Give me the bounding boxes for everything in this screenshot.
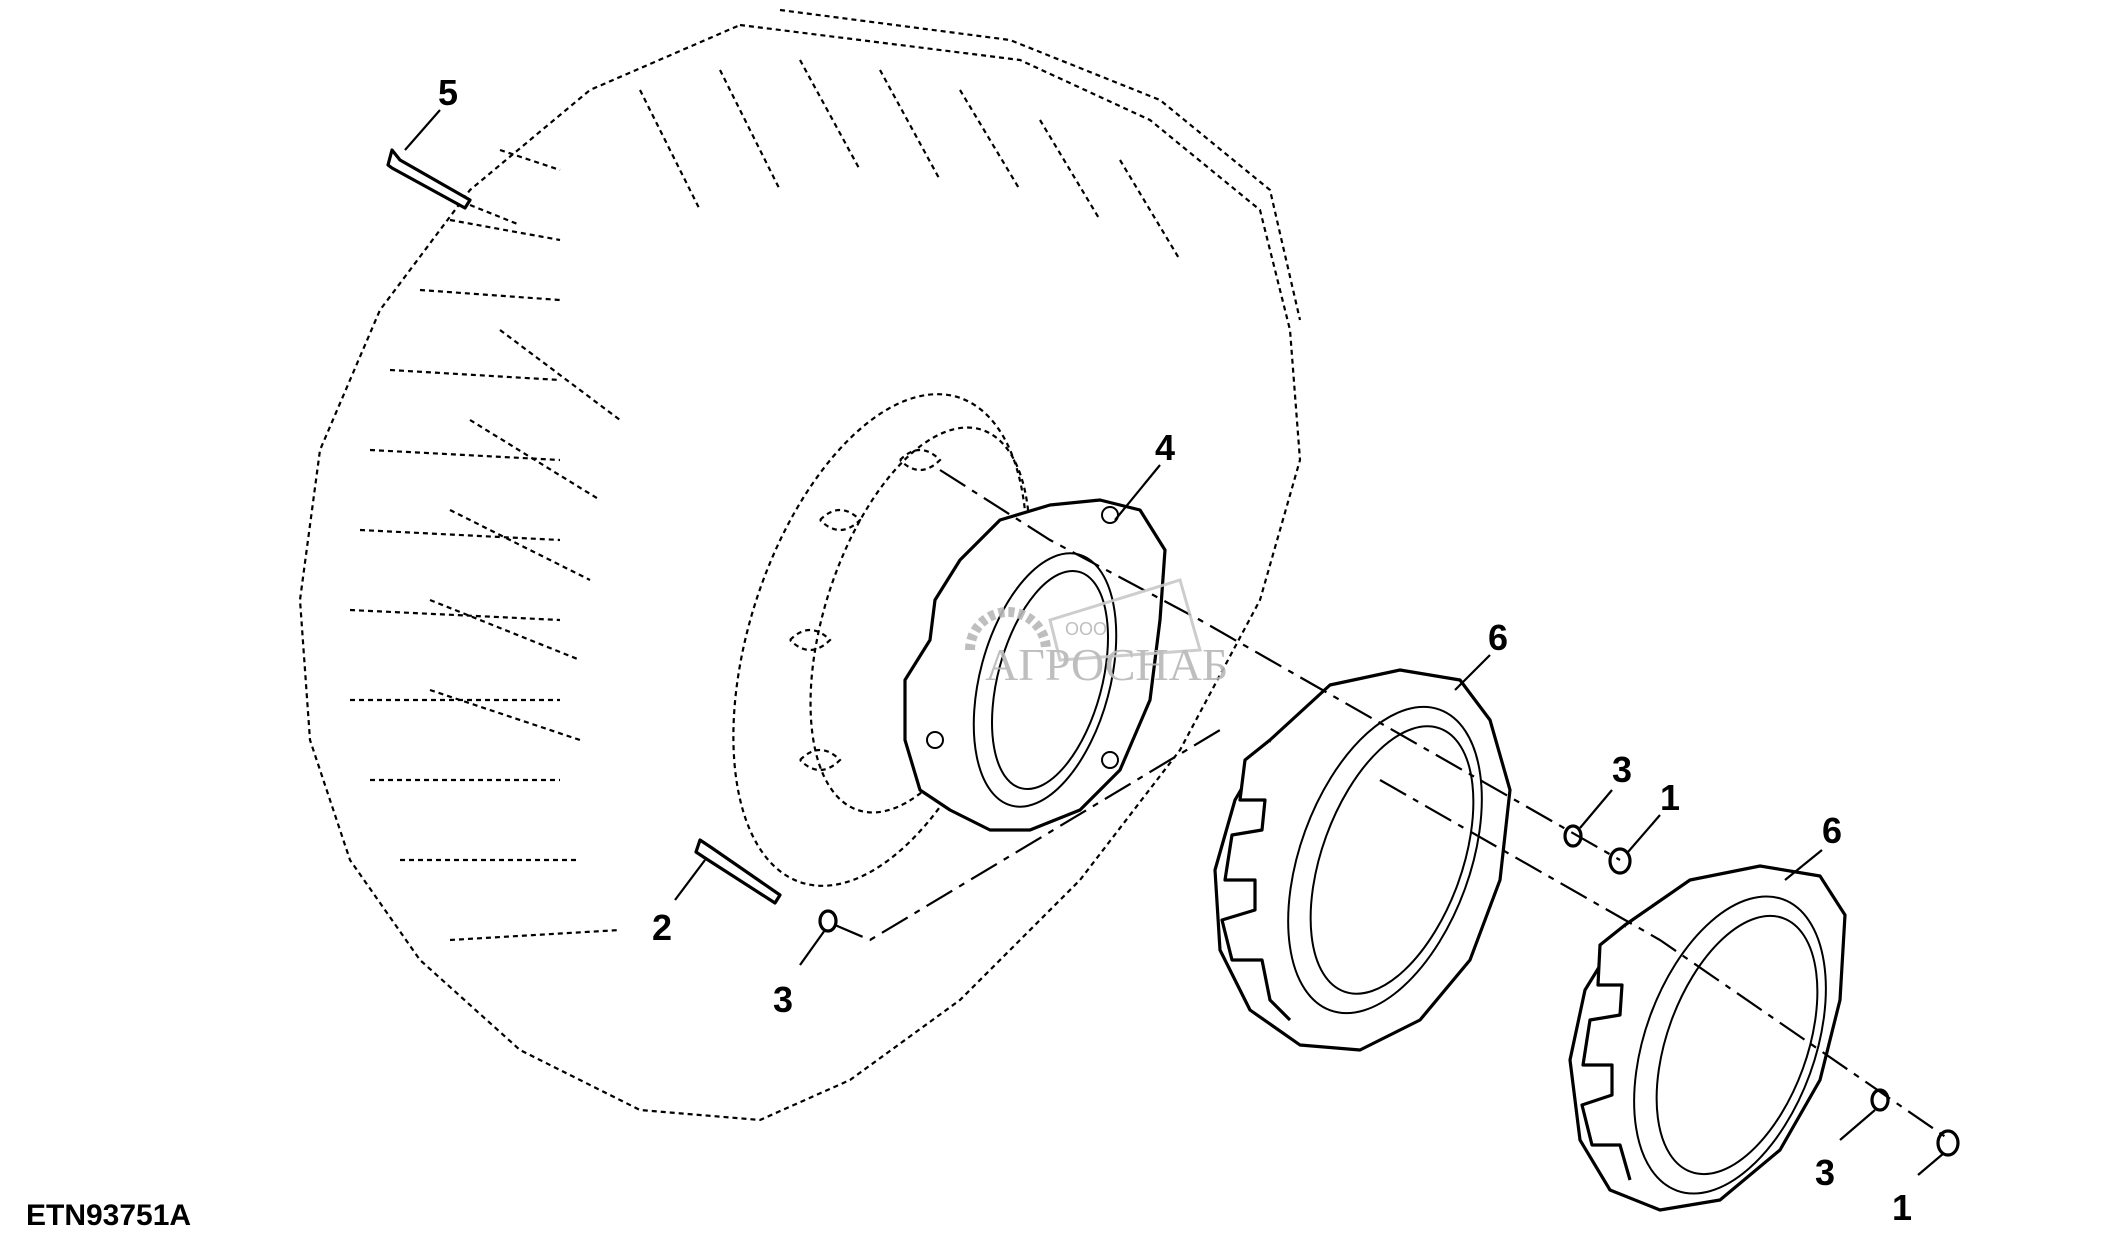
callout-1a: 1 <box>1660 777 1680 818</box>
callout-6b: 6 <box>1822 810 1842 851</box>
callout-3b: 3 <box>773 979 793 1020</box>
callout-2: 2 <box>652 907 672 948</box>
wheel-weight-part-a <box>1213 668 1512 1052</box>
figure-id: ETN93751A <box>26 1199 191 1232</box>
assembly-lines <box>834 469 1951 1141</box>
wheel-weight-part-b <box>1568 864 1847 1212</box>
washers-nuts <box>818 824 1960 1157</box>
watermark-name: АГРОСНАБ <box>985 639 1228 690</box>
callout-3c: 3 <box>1815 1152 1835 1193</box>
inner-weight-part <box>903 498 1167 832</box>
leader-lines <box>404 109 1945 1176</box>
callout-1b: 1 <box>1892 1187 1912 1228</box>
callout-5: 5 <box>438 72 458 113</box>
bolt-5 <box>386 148 521 227</box>
watermark-prefix: ООО <box>1065 619 1107 639</box>
callout-3a: 3 <box>1612 749 1632 790</box>
callout-4: 4 <box>1155 427 1175 468</box>
watermark-logo: ООО АГРОСНАБ <box>965 578 1228 690</box>
callout-6a: 6 <box>1488 617 1508 658</box>
bolt-2 <box>694 838 782 905</box>
